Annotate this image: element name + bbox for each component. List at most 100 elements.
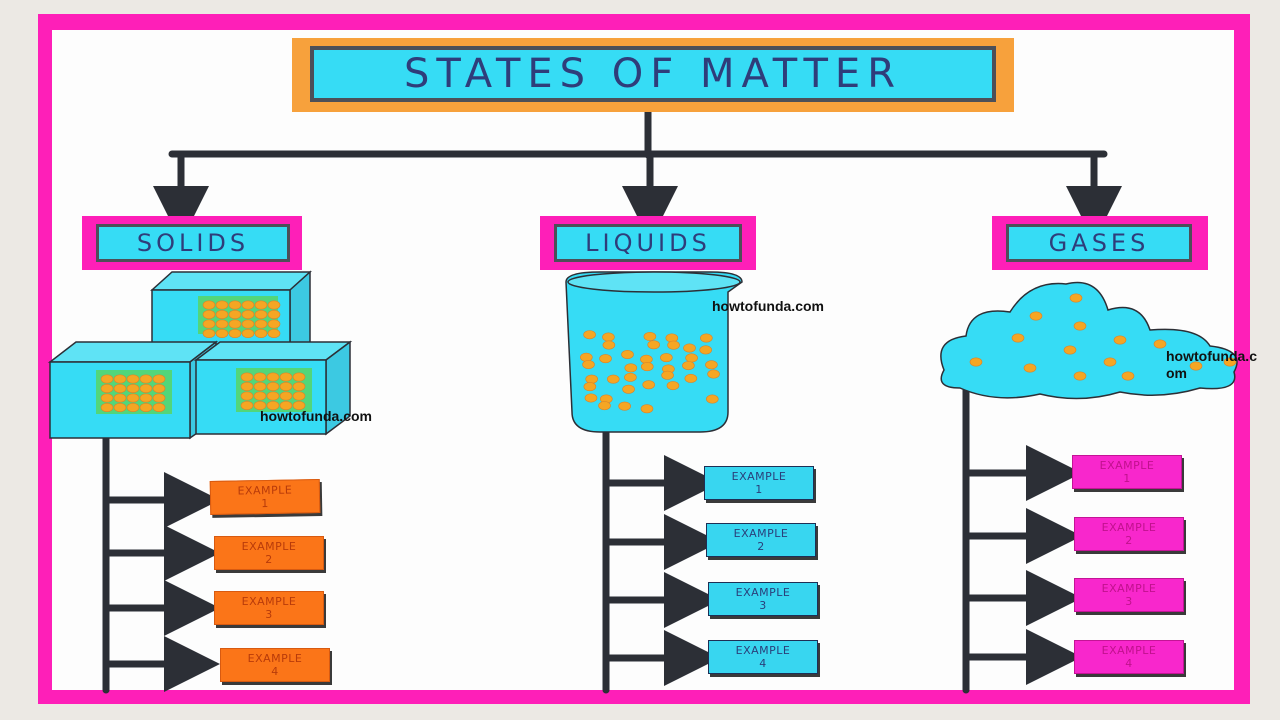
- particle: [292, 400, 306, 410]
- particle: [113, 402, 127, 412]
- particle: [279, 372, 293, 382]
- particle: [215, 328, 229, 338]
- particle: [1189, 361, 1203, 371]
- particle: [699, 345, 713, 355]
- particle: [1029, 311, 1043, 321]
- particle: [266, 372, 280, 382]
- watermark-gases-line2: om: [1166, 365, 1187, 381]
- particle: [1073, 371, 1087, 381]
- particle: [139, 374, 153, 384]
- particle: [585, 374, 598, 384]
- particle: [1153, 339, 1167, 349]
- particle: [253, 381, 267, 391]
- particle: [683, 343, 696, 353]
- title-banner: STATES OF MATTER: [310, 46, 996, 102]
- particle: [706, 394, 719, 404]
- particle: [700, 333, 713, 343]
- particle: [582, 360, 595, 370]
- particle: [684, 373, 698, 383]
- particle: [100, 393, 114, 403]
- liquid-beaker-illustration: [565, 271, 743, 433]
- particle: [241, 300, 255, 310]
- particle: [228, 309, 242, 319]
- particle: [228, 300, 242, 310]
- particle: [599, 354, 612, 364]
- liquids-branches: [602, 426, 720, 694]
- particle: [267, 300, 281, 310]
- particle: [228, 319, 242, 329]
- particle: [228, 328, 242, 338]
- liquids-label: LIQUIDS: [554, 224, 742, 262]
- particle: [707, 369, 720, 379]
- solids-branches: [102, 434, 220, 694]
- particle: [267, 319, 281, 329]
- solids-label-text: SOLIDS: [136, 229, 250, 257]
- page-title: STATES OF MATTER: [404, 51, 902, 97]
- watermark-solids: howtofunda.com: [260, 408, 372, 424]
- watermark-liquids: howtofunda.com: [712, 298, 824, 314]
- gas-particles: [969, 293, 1237, 381]
- particle: [126, 383, 140, 393]
- particle: [598, 401, 611, 411]
- particle: [240, 372, 254, 382]
- particle: [266, 381, 280, 391]
- particle: [253, 400, 267, 410]
- particle: [241, 328, 255, 338]
- particle: [100, 402, 114, 412]
- particle: [126, 402, 140, 412]
- particle: [640, 404, 654, 414]
- top-connector: [153, 98, 1122, 242]
- particle: [1073, 321, 1087, 331]
- particle: [640, 362, 654, 372]
- particle: [602, 340, 616, 350]
- particle: [583, 382, 597, 392]
- particle: [602, 332, 615, 342]
- particle: [584, 393, 598, 403]
- particle: [240, 381, 254, 391]
- liquids-label-text: LIQUIDS: [585, 229, 711, 257]
- particle: [1023, 363, 1037, 373]
- particle: [152, 383, 166, 393]
- particle: [682, 361, 695, 371]
- particle: [969, 357, 983, 367]
- particle: [254, 319, 268, 329]
- gases-label: GASES: [1006, 224, 1192, 262]
- particle: [267, 309, 281, 319]
- particle: [254, 328, 268, 338]
- particle: [1011, 333, 1025, 343]
- particle: [139, 402, 153, 412]
- particle: [139, 393, 153, 403]
- watermark-gases: howtofunda.c om: [1166, 348, 1257, 382]
- particle: [152, 402, 166, 412]
- particle: [642, 380, 655, 390]
- particle: [215, 300, 229, 310]
- particle: [622, 384, 635, 394]
- solids-label: SOLIDS: [96, 224, 290, 262]
- particle: [643, 331, 657, 341]
- liquid-particles: [580, 330, 720, 414]
- particle: [1113, 335, 1127, 345]
- particle: [100, 383, 114, 393]
- gases-label-text: GASES: [1048, 229, 1150, 257]
- particle: [705, 360, 718, 370]
- particle: [621, 349, 634, 359]
- particle: [202, 300, 216, 310]
- particle: [202, 309, 216, 319]
- particle: [267, 328, 281, 338]
- particle: [661, 370, 674, 380]
- particle: [1063, 345, 1077, 355]
- particle: [240, 400, 254, 410]
- particle: [685, 353, 698, 363]
- solid-particles: [100, 300, 306, 412]
- particle: [126, 393, 140, 403]
- particle: [666, 381, 680, 391]
- particle: [660, 353, 673, 363]
- particle: [241, 309, 255, 319]
